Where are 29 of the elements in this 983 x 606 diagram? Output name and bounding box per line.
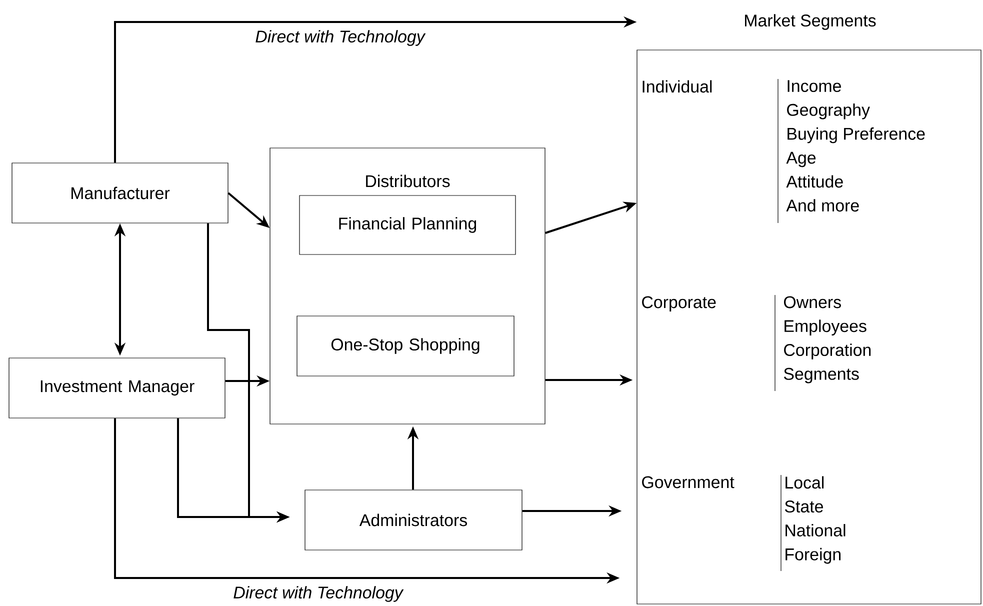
edge-label: Direct with Technology bbox=[232, 585, 404, 603]
node-label: Geography bbox=[787, 103, 870, 120]
edge-label: Direct with Technology bbox=[254, 29, 426, 47]
segments-box bbox=[636, 14, 982, 604]
node-label: Age bbox=[786, 152, 816, 168]
node-label: Buying Preference bbox=[788, 127, 925, 144]
category-label: Individual bbox=[642, 80, 712, 93]
item-list: Owners Employees Corporation Segments bbox=[784, 296, 871, 384]
category-label: Government bbox=[642, 476, 734, 488]
node-label: Owners bbox=[784, 296, 841, 308]
process-box: Financial Planning bbox=[299, 195, 516, 255]
node-label: National bbox=[786, 524, 846, 536]
item-list: Income Geography Buying Preference Age Attitude And more bbox=[786, 80, 925, 212]
node-label: Attitude bbox=[786, 175, 843, 188]
category-label: Corporate bbox=[642, 296, 716, 312]
node-label: Employees bbox=[784, 320, 866, 336]
item-list: Local State National Foreign bbox=[784, 476, 846, 564]
node-label: Corporation bbox=[784, 344, 871, 360]
node-label: State bbox=[784, 500, 824, 513]
node-label: Foreign bbox=[786, 548, 841, 564]
heading: Market Segments bbox=[745, 14, 876, 30]
process-box: Manufacturer bbox=[12, 162, 228, 224]
node-label: Segments bbox=[784, 368, 859, 384]
node-label: And more bbox=[786, 199, 859, 212]
process-box: One-Stop Shopping bbox=[296, 316, 514, 376]
process-box: Administrators bbox=[304, 490, 522, 550]
process-box: Investment Manager bbox=[8, 358, 226, 418]
node-label: Local bbox=[786, 476, 824, 489]
node-label: Income bbox=[788, 80, 841, 92]
